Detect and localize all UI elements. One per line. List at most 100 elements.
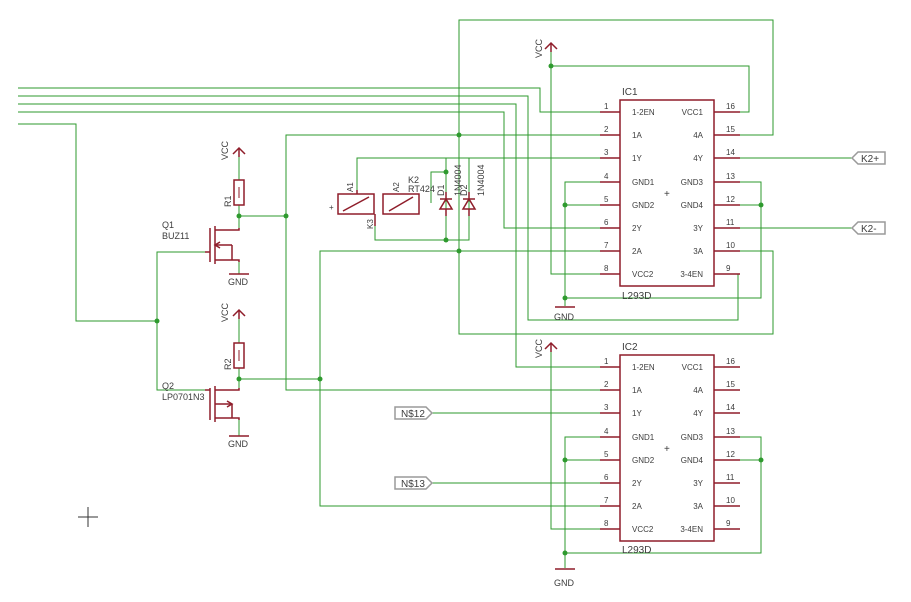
junction-dot (562, 550, 568, 556)
ic2-name: IC2 (622, 342, 638, 353)
ic-pin-name: 4Y (693, 154, 703, 163)
port-n13-label: N$13 (401, 479, 425, 490)
vcc-label: VCC (534, 38, 544, 58)
junction-dot (236, 213, 242, 219)
junction-dot (562, 202, 568, 208)
ic1-origin-mark: + (664, 189, 670, 200)
wire (430, 171, 446, 203)
ic-pin-name: 2Y (632, 479, 642, 488)
wire (550, 52, 600, 275)
ic-pin-name: VCC1 (682, 363, 704, 372)
ic-pin-number: 3 (604, 403, 609, 412)
resistor-r1[interactable]: R1 (223, 179, 245, 207)
ic2-chip[interactable]: 11-2EN21A31Y4GND15GND262Y72A8VCC216VCC11… (600, 342, 740, 556)
port-n12-label: N$12 (401, 409, 425, 420)
ic-pin-name: 1-2EN (632, 363, 655, 372)
port-n12[interactable]: N$12 (394, 406, 434, 420)
q2-name: Q2 (162, 381, 174, 391)
junction-dot (562, 295, 568, 301)
ic-pin-name: 2A (632, 502, 642, 511)
mosfet-q2[interactable] (205, 386, 240, 422)
port-k2-plus[interactable]: K2+ (850, 151, 886, 165)
relay-k2[interactable] (337, 190, 420, 226)
q1-value: BUZ11 (162, 231, 189, 241)
ic-pin-name: GND1 (632, 433, 655, 442)
resistor-r2[interactable]: R2 (223, 342, 245, 370)
vcc-label: VCC (220, 302, 230, 322)
junction-dot (758, 457, 764, 463)
ic-pin-name: GND4 (681, 201, 704, 210)
ic-pin-number: 11 (726, 218, 735, 227)
junction-dot (154, 318, 160, 324)
ic-pin-number: 16 (726, 102, 735, 111)
wire (18, 111, 600, 229)
ic-pin-number: 12 (726, 450, 735, 459)
diode-d1[interactable] (438, 192, 454, 216)
ic-pin-number: 12 (726, 195, 735, 204)
junction-dot (456, 248, 462, 254)
junction-dot (443, 169, 449, 175)
ic-pin-number: 8 (604, 264, 609, 273)
ic-pin-number: 10 (726, 241, 735, 250)
gnd-label: GND (228, 277, 249, 287)
ic-pin-number: 9 (726, 264, 731, 273)
wire (18, 123, 210, 322)
k2-name: K2 (408, 175, 419, 185)
ic1-value: L293D (622, 291, 651, 302)
ic-pin-number: 8 (604, 519, 609, 528)
junction-dot (562, 457, 568, 463)
ic-pin-number: 2 (604, 125, 609, 134)
ic1-pins: 11-2EN21A31Y4GND15GND262Y72A8VCC216VCC11… (600, 102, 740, 279)
ic-pin-number: 10 (726, 496, 735, 505)
ic-pin-number: 7 (604, 496, 609, 505)
wire (458, 19, 774, 136)
k2-pin-a2: A2 (392, 182, 401, 192)
k2-value: RT424 (408, 184, 435, 194)
ic-pin-number: 6 (604, 218, 609, 227)
ic-pin-name: 1Y (632, 154, 642, 163)
power-symbols (229, 41, 575, 570)
wire (551, 65, 750, 113)
r2-name: R2 (223, 358, 233, 370)
diode-d2[interactable] (461, 192, 477, 216)
q1-name: Q1 (162, 220, 174, 230)
ic-pin-number: 16 (726, 357, 735, 366)
ic-pin-number: 15 (726, 125, 735, 134)
wire (156, 321, 210, 391)
ic-pin-number: 5 (604, 450, 609, 459)
ic-pin-name: GND2 (632, 456, 655, 465)
gnd-label: GND (228, 439, 249, 449)
ic-pin-name: VCC1 (682, 108, 704, 117)
q2-value: LP0701N3 (162, 392, 205, 402)
wire (356, 157, 600, 190)
gnd-label: GND (554, 578, 575, 588)
ic-pin-name: 4A (693, 386, 703, 395)
vcc-label: VCC (534, 338, 544, 358)
ic2-pins: 11-2EN21A31Y4GND15GND262Y72A8VCC216VCC11… (600, 357, 740, 534)
ic-pin-name: 1A (632, 131, 642, 140)
ic-pin-name: 3Y (693, 479, 703, 488)
ic-pin-name: VCC2 (632, 525, 654, 534)
port-k2-minus[interactable]: K2- (850, 221, 886, 235)
ic-pin-name: GND3 (681, 178, 704, 187)
r1-name: R1 (223, 195, 233, 207)
ic1-name: IC1 (622, 87, 638, 98)
ic-pin-name: GND4 (681, 456, 704, 465)
power-labels: VCC VCC VCC VCC GND GND GND GND (220, 38, 575, 588)
wire (550, 352, 600, 530)
ic-pin-number: 1 (604, 102, 609, 111)
mosfet-q1[interactable] (205, 226, 240, 264)
wire (238, 368, 320, 380)
wire (374, 226, 446, 241)
ic-pin-number: 4 (604, 172, 609, 181)
ic1-chip[interactable]: 11-2EN21A31Y4GND15GND262Y72A8VCC216VCC11… (600, 87, 740, 302)
ic-pin-name: 1Y (632, 409, 642, 418)
ic-pin-number: 9 (726, 519, 731, 528)
ic-pin-number: 14 (726, 403, 735, 412)
ic-pin-name: 1A (632, 386, 642, 395)
port-n13[interactable]: N$13 (394, 476, 434, 490)
ic-pin-number: 13 (726, 172, 735, 181)
junction-dot (456, 132, 462, 138)
ic-pin-number: 2 (604, 380, 609, 389)
